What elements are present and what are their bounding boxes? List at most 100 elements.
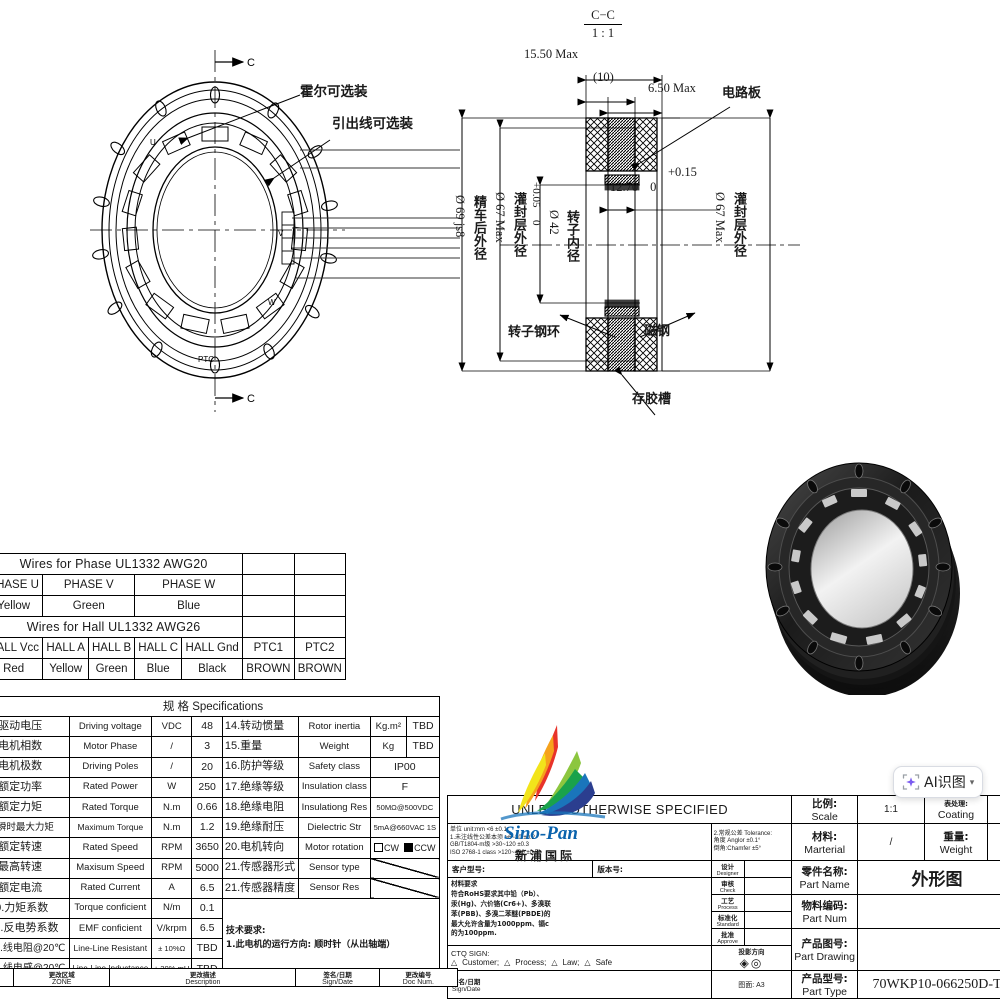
wires-hall-blank-1	[242, 616, 295, 638]
material-label-cell: 材料: Marterial	[791, 823, 858, 861]
section-letter-bottom: C	[247, 393, 255, 405]
part-num-label-cn: 物料编码:	[801, 900, 848, 912]
spec-en-18: Insulationg Res	[298, 796, 371, 819]
hall-name-a: HALL A	[42, 637, 89, 659]
spec-en-1: Driving voltage	[68, 716, 153, 738]
phase-mark-w: W	[268, 298, 276, 307]
spec-val-8: 5000	[191, 857, 223, 879]
tech-requirements-cell: 技术要求: 1.此电机的运行方向: 顺时针（从出轴端）	[221, 897, 441, 980]
standard-label-en: Standard	[716, 922, 739, 928]
rev-header-sign-cn: 签名/日期	[323, 971, 352, 979]
part-drawing-label-cell: 产品图号: Part Drawing	[791, 928, 858, 971]
spec-cn-10: 10.力矩系数	[0, 897, 70, 920]
lead-wire-bundle	[292, 149, 460, 279]
rev-header-zone-en: ZONE	[52, 979, 72, 986]
ccw-checkbox[interactable]	[404, 842, 414, 852]
weight-value	[987, 823, 1000, 861]
approve-value[interactable]	[743, 928, 793, 946]
part-num-value[interactable]	[857, 894, 1000, 929]
cw-checkbox[interactable]	[374, 842, 384, 852]
designer-value[interactable]	[743, 860, 793, 878]
rev-header-doc-en: Doc Num.	[402, 979, 434, 986]
material-requirement-block: 材料要求 符合RoHS要求其中铅（Pb）、 汞(Hg)、六价铬(Cr6+)、多溴…	[447, 877, 712, 946]
coating-value	[987, 795, 1000, 824]
spec-unit-9: A	[150, 877, 193, 899]
magnet-strip	[604, 183, 640, 191]
tol-line-1: 单位 unit:mm <6 ±0.1	[450, 827, 507, 833]
phase-name-blank-1	[242, 574, 295, 596]
check-label-cn: 审核	[721, 880, 735, 888]
scale-label-cell: 比例: Scale	[791, 795, 858, 824]
title-block: UNLESS OTHERWISE SPECIFIED 比例: Scale 1:1…	[446, 795, 1000, 999]
scale-value: 1:1	[857, 795, 925, 824]
leader-circuit-board	[630, 106, 731, 171]
section-title: C−C 1 : 1	[578, 8, 628, 41]
approve-label-cn: 批准	[721, 931, 735, 939]
dim-12-70-group: +0.15 12.70 0	[610, 165, 697, 195]
spec-cn-12: 12.线电阻@20℃	[0, 938, 70, 960]
label-magnet-steel: 磁钢	[644, 324, 671, 339]
spec-en-17: Insulation class	[298, 776, 371, 798]
hall-color-ptc2: BROWN	[293, 658, 347, 680]
rev-header-rev: 版本 REV	[0, 968, 15, 987]
specs-title: 规 格 Specifications	[0, 695, 440, 718]
part-name-label-cn: 零件名称:	[801, 866, 848, 878]
wires-hall-blank-2	[293, 616, 347, 638]
spec-cn-19: 19.绝缘耐压	[221, 817, 300, 839]
ctq-process-label: Process;	[515, 958, 547, 967]
weight-label-cell: 重量: Weight	[924, 823, 988, 861]
tol2-line-1: 2.常规公差 Tolerance:	[713, 830, 772, 837]
table-row: 10.力矩系数 Torque conficient N/m 0.1 技术要求: …	[0, 897, 441, 980]
projection-symbol-icon: ◈◎	[739, 956, 764, 970]
leader-glue-groove	[613, 366, 656, 416]
part-name-value: 外形图	[857, 860, 1000, 895]
spec-cn-4: 4.额定功率	[0, 776, 70, 798]
phase-color-blank-2	[293, 595, 347, 617]
rev-header-rev-cn: 版本	[0, 969, 11, 979]
table-row: 3.电机极数 Driving Poles / 20 16.防护等级 Safety…	[0, 756, 441, 778]
ccw-label: CCW	[414, 842, 436, 853]
part-drawing-value[interactable]	[857, 928, 1000, 971]
spec-unit-7: RPM	[150, 837, 193, 859]
render-flange-hole	[767, 463, 951, 671]
dim-d42-label: Ø 42	[547, 210, 561, 235]
phase-name-v: PHASE V	[42, 574, 136, 596]
logo-wave	[500, 811, 606, 821]
approver-row-check: 审核 Check	[710, 877, 745, 895]
spec-en-10: Torque conficient	[68, 897, 153, 920]
chevron-down-icon: ▾	[969, 776, 975, 787]
rev-header-zone: 更改区域 ZONE	[13, 968, 111, 987]
wires-hall-header: Wires for Hall UL1332 AWG26	[0, 616, 244, 638]
hall-name-ptc1: PTC1	[242, 637, 295, 659]
ctq-sign-title: CTQ SIGN:	[451, 949, 490, 958]
designer-label-en: Designer	[716, 871, 739, 877]
wires-phase-blank-1	[242, 553, 295, 575]
spec-cn-16: 16.防护等级	[221, 756, 300, 778]
projection-cell: 投影方向 ◈◎	[710, 945, 793, 971]
check-label-en: Check	[719, 888, 736, 894]
material-req-line-1: 符合RoHS要求其中铅（Pb）、	[451, 889, 544, 898]
scale-label-cn: 比例:	[812, 798, 838, 810]
spec-cn-17: 17.绝缘等级	[221, 776, 300, 798]
dim-12-70-lower: 0	[650, 180, 657, 194]
weight-label-en: Weight	[939, 843, 973, 856]
ctq-safe-label: Safe	[595, 958, 613, 967]
phase-color-w: Blue	[134, 595, 244, 617]
spec-en-16: Safety class	[298, 756, 371, 778]
spec-cn-3: 3.电机极数	[0, 756, 70, 778]
standard-value[interactable]	[743, 911, 793, 929]
section-view-drawing	[458, 75, 800, 416]
part-type-value: 70WKP10-066250D-T	[857, 970, 1000, 999]
part-name-label-en: Part Name	[799, 879, 850, 891]
table-row: 版本 REV 更改区域 ZONE 更改描述 Description 签名/日期 …	[0, 968, 459, 987]
material-req-line-5: 的为100ppm.	[451, 929, 497, 938]
tol2-line-2: 角度 Anglor ±0.1°	[713, 838, 761, 845]
phase-name-blank-2	[293, 574, 347, 596]
spec-val-2: 3	[191, 736, 223, 758]
leader-lead-wire	[264, 139, 331, 187]
ai-recognize-button[interactable]: AI识图 ▾	[893, 766, 984, 798]
spec-val-12: TBD	[191, 938, 223, 960]
ctq-process-icon: △	[504, 958, 511, 967]
check-value[interactable]	[743, 877, 793, 895]
process-value[interactable]	[743, 894, 793, 912]
